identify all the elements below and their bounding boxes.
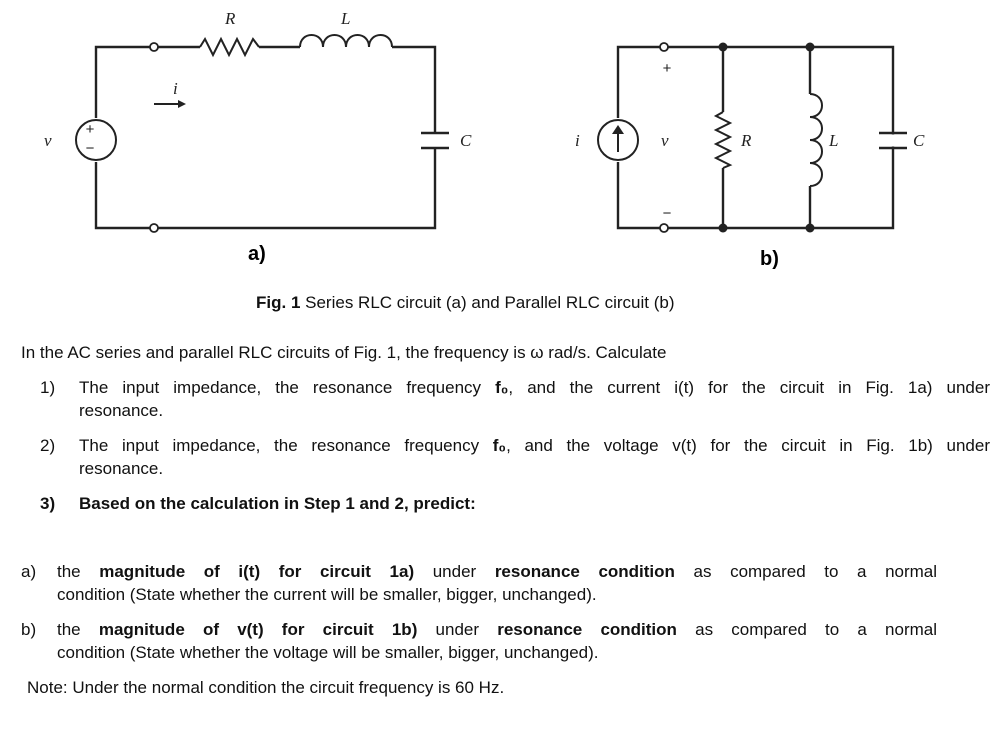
parallel-rlc-circuit [597,42,907,233]
terminal-bottom-icon [149,223,159,233]
parallel-capacitor-label: C [913,131,925,150]
step-text: Based on the calculation in Step 1 and 2… [79,494,476,513]
junction-dots [718,42,815,233]
prediction-item-b: b) the magnitude of v(t) for circuit 1b)… [21,618,937,664]
prediction-text-line1: the magnitude of i(t) for circuit 1a) un… [57,562,937,581]
voltage-minus-sign: − [663,205,672,222]
series-capacitor-label: C [460,131,472,150]
step-number: 3) [40,494,56,513]
prediction-letter: a) [21,562,37,581]
parallel-voltage-label: v [661,131,669,150]
circuit-figure: + − v i R L C a) + − v [44,9,925,270]
source-minus-sign: − [86,140,95,157]
caption-text: Series RLC circuit (a) and Parallel RLC … [300,293,675,312]
terminal-top-icon [149,42,159,52]
resistor-icon [199,36,260,58]
parallel-subfigure-label: b) [760,248,779,270]
note-text: Note: Under the normal condition the cir… [27,678,505,697]
series-resistor-label: R [224,9,236,28]
source-plus-sign: + [86,121,95,138]
voltage-plus-sign: + [663,60,672,77]
step-item-3: 3) Based on the calculation in Step 1 an… [40,492,990,515]
prediction-text-line1: the magnitude of v(t) for circuit 1b) un… [57,620,937,639]
prediction-text-line2: condition (State whether the current wil… [57,585,597,604]
step-text-line2: resonance. [79,401,164,420]
parallel-source-label: i [575,131,580,150]
series-rlc-circuit [75,34,449,233]
intro-paragraph: In the AC series and parallel RLC circui… [21,343,667,362]
step-number: 2) [40,436,56,455]
parallel-terminal-top-icon [659,42,669,52]
series-source-label: v [44,131,52,150]
series-subfigure-label: a) [248,243,266,265]
parallel-resistor-label: R [740,131,752,150]
parallel-terminal-bottom-icon [659,223,669,233]
inductor-icon [299,34,393,48]
voltage-source-icon [75,119,117,161]
step-text-line2: resonance. [79,459,164,478]
parallel-inductor-label: L [828,131,838,150]
caption-label: Fig. 1 [256,293,301,312]
prediction-text-line2: condition (State whether the voltage wil… [57,643,599,662]
step-item-2: 2) The input impedance, the resonance fr… [40,434,990,480]
figure-caption: Fig. 1 Series RLC circuit (a) and Parall… [256,293,675,313]
prediction-item-a: a) the magnitude of i(t) for circuit 1a)… [21,560,937,606]
step-text-line1: The input impedance, the resonance frequ… [79,378,990,397]
series-inductor-label: L [340,9,350,28]
step-item-1: 1) The input impedance, the resonance fr… [40,376,990,422]
step-text-line1: The input impedance, the resonance frequ… [79,436,990,455]
step-number: 1) [40,378,56,397]
series-current-label: i [173,79,178,98]
parallel-resistor-icon [713,111,733,169]
parallel-inductor-icon [809,93,823,187]
prediction-letter: b) [21,620,37,639]
